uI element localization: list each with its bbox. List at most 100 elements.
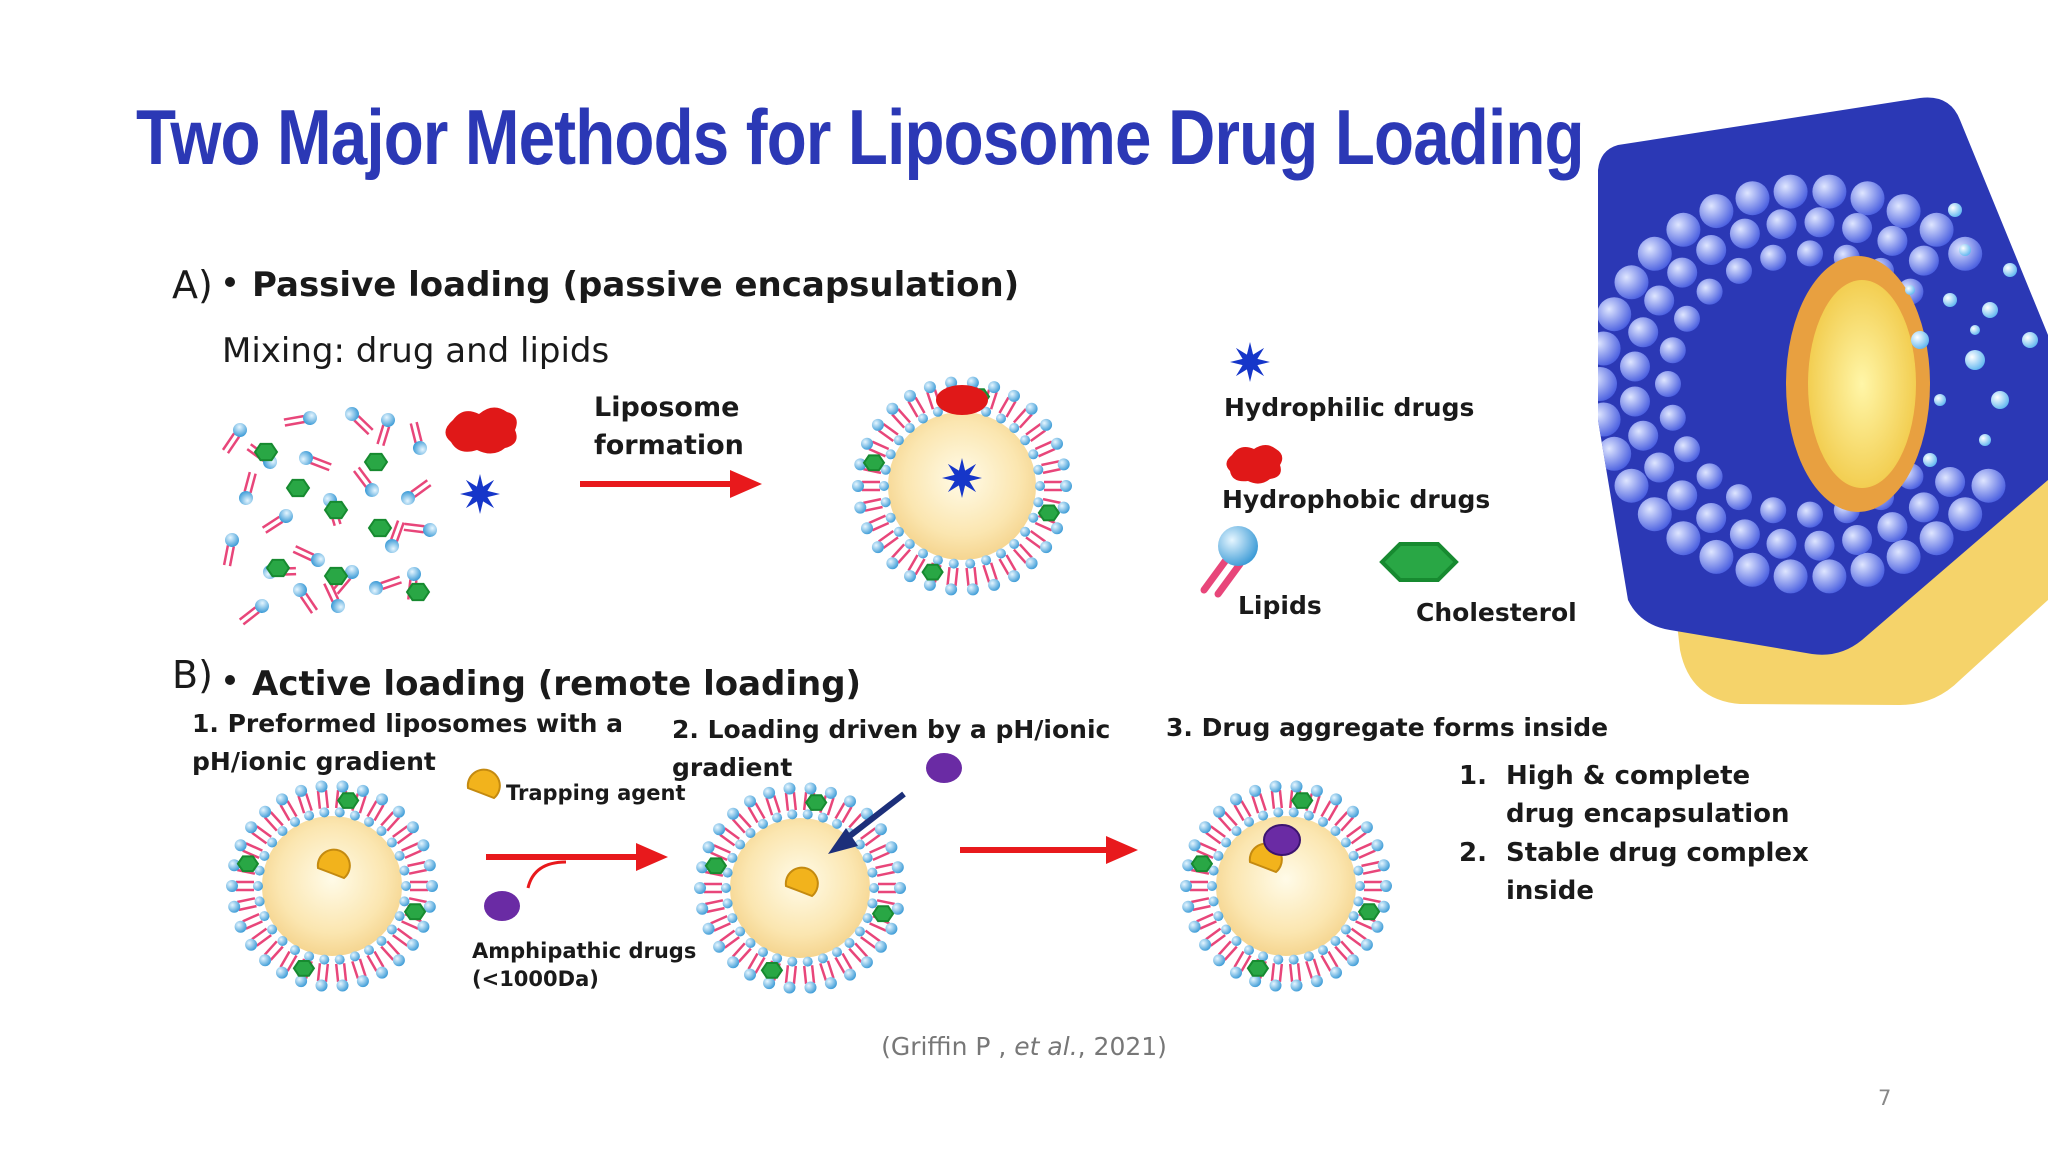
lipid-tail [366, 800, 378, 818]
lipid-head-inner [1340, 924, 1351, 935]
lipid-head-outer [417, 839, 430, 852]
bilayer-bead [1620, 386, 1650, 417]
lipid-head-outer [1230, 793, 1242, 806]
liposome-drug-aggregate [1180, 780, 1392, 992]
benefit-2-line1: Stable drug complex [1506, 838, 1809, 868]
bullet-a [225, 277, 235, 287]
bilayer-bead [1735, 181, 1770, 216]
free-lipid [376, 413, 395, 447]
released-drug-bubble [1905, 285, 1915, 295]
lipid-tail [1355, 842, 1373, 852]
lipid-tail [401, 920, 419, 930]
lipid-head-outer [1008, 570, 1020, 583]
loading-arrow-1 [486, 843, 668, 889]
lipid-tail [784, 965, 790, 984]
lipid-tail [386, 816, 401, 832]
free-cholesterol [323, 500, 349, 520]
lipid-head-inner [1330, 936, 1341, 946]
lipid-head-outer [1360, 938, 1373, 951]
lipid-tail [872, 851, 890, 862]
lipid-head-inner [745, 938, 756, 948]
lipid-tail [802, 791, 808, 811]
lipid-tail [353, 419, 370, 436]
lipid-head-inner [844, 938, 855, 948]
released-drug-bubble [2022, 332, 2038, 348]
lipid-tail [882, 536, 899, 550]
lipid-head-outer [1008, 389, 1020, 402]
lipid-tail [382, 581, 402, 591]
amphipathic-drug-entering [926, 753, 962, 783]
lipid-head-inner [722, 867, 733, 878]
bilayer-bead [1804, 530, 1835, 561]
lipid-tail [1223, 945, 1238, 961]
lipid-head-inner [401, 881, 411, 891]
lipid-tail [299, 595, 314, 614]
legend-cholesterol-icon [1379, 542, 1459, 582]
lipid-head-inner [854, 839, 865, 850]
cholesterol-in-membrane [292, 960, 316, 977]
lipid-tail [323, 583, 334, 603]
bilayer-bead [1919, 212, 1954, 247]
lipid-tail [891, 543, 906, 559]
lipid-head-inner [1028, 449, 1039, 460]
lipid-head-outer [423, 900, 436, 913]
lipid-tail [1205, 831, 1222, 845]
lipid-head-inner [319, 954, 330, 965]
lipid-head-inner [918, 548, 928, 559]
lipid-head-inner [727, 852, 738, 863]
bilayer-bead [1659, 404, 1686, 431]
lipid-head-outer [966, 376, 979, 389]
lipid-tail [1288, 963, 1294, 983]
lipid-head-outer [804, 782, 817, 795]
lipid-tail [1205, 927, 1222, 941]
lipid-tail [1223, 811, 1238, 827]
arrow-label-formation: formation [594, 430, 744, 461]
lipid-tail [841, 806, 853, 824]
lipid-head-inner [1020, 435, 1031, 446]
lipid-head-outer [885, 922, 898, 935]
lipid-head-inner [253, 881, 263, 891]
lipid-tail [1251, 795, 1260, 814]
lipid-head-outer [966, 583, 979, 596]
hydrophilic-drug-star [460, 474, 500, 514]
lipid-tail [864, 833, 881, 847]
lipid-tail [404, 849, 422, 860]
benefit-2-line2: inside [1506, 876, 1594, 906]
lipid-tail [1029, 529, 1047, 543]
lipid-tail [283, 414, 304, 421]
bilayer-bead [1971, 468, 2006, 503]
lipid-tail [907, 554, 919, 572]
lipid-head-outer [727, 956, 740, 969]
lipid-tail [404, 522, 425, 528]
lipid-tail [723, 827, 740, 840]
lipid-head-inner [879, 481, 889, 491]
lipid-head-outer [874, 940, 887, 953]
bilayer-bead [1877, 225, 1908, 256]
lipid-head-outer [1199, 938, 1212, 951]
lipid-head-outer [1330, 793, 1342, 806]
lipid-tail [1278, 789, 1284, 809]
lipid-head-inner [1330, 826, 1341, 836]
lipid-head-outer [417, 920, 430, 933]
lipid-head [311, 553, 325, 567]
bilayer-bead [1797, 240, 1823, 267]
lipid-head-outer [1371, 920, 1384, 933]
lipid-tail [946, 566, 951, 586]
lipid-head-inner [1318, 816, 1328, 827]
step1-line2: pH/ionic gradient [192, 747, 436, 776]
lipid-tail [304, 793, 313, 811]
lipid-head-outer [783, 782, 796, 795]
bilayer-bead [1598, 331, 1621, 366]
lipid-tail [792, 965, 798, 985]
lipid-tail [245, 842, 263, 852]
lipid-head [279, 509, 293, 523]
free-lipid [401, 479, 432, 505]
lipid-head-outer [1249, 784, 1262, 797]
legend-hydrophilic-label: Hydrophilic drugs [1224, 393, 1474, 422]
lipid-tail [1346, 825, 1363, 838]
lipid-tail [358, 795, 367, 814]
lipid-head-inner [1020, 526, 1031, 537]
lipid-tail [284, 420, 305, 427]
lipid-head-outer [727, 807, 740, 820]
lipid-head-outer [1346, 954, 1359, 967]
